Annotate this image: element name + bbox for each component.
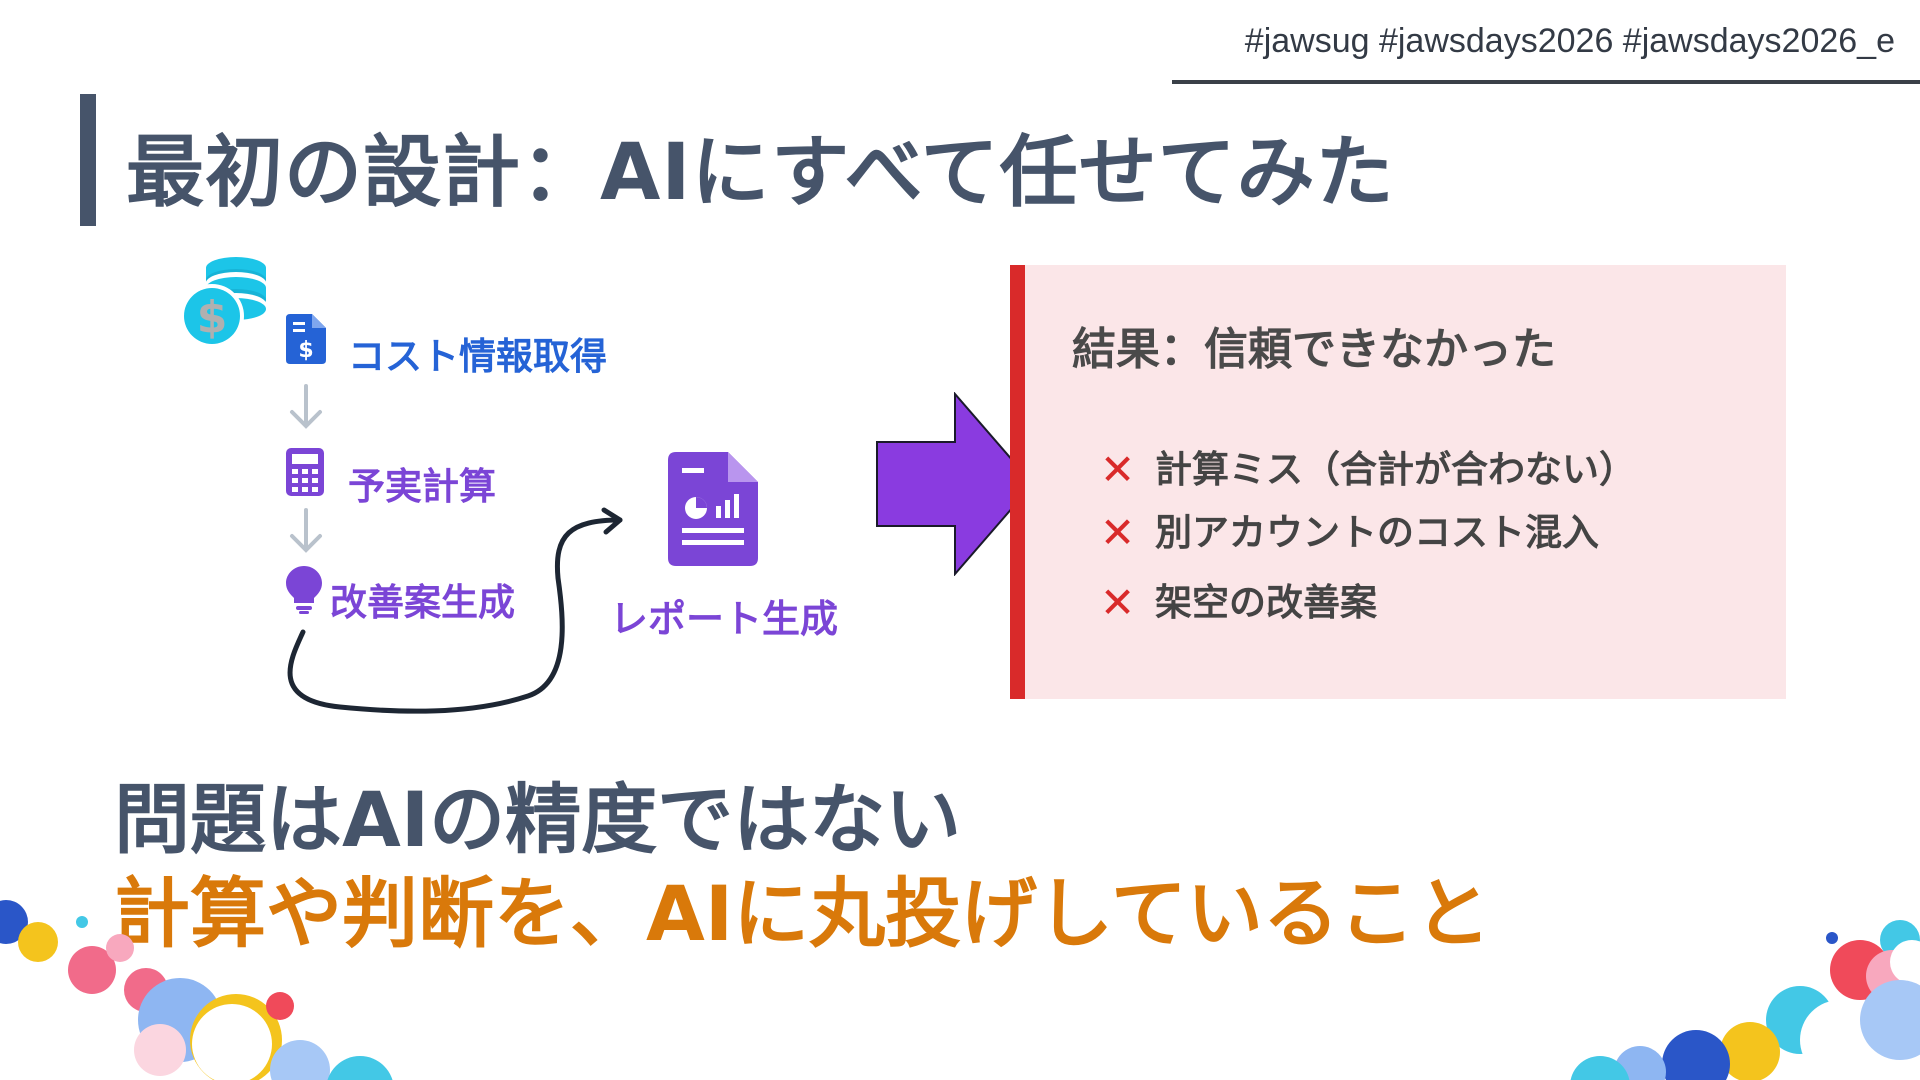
flow-step-improvement: 改善案生成 [330,581,515,624]
result-item-text: 計算ミス（合計が合わない） [1155,448,1636,491]
big-right-arrow [876,392,1035,576]
problem-statement: 問題はAIの精度ではない [114,775,962,864]
loop-arrow [287,507,623,714]
cross-icon: ✕ [1100,508,1136,557]
decorative-bubbles-left [0,900,393,1080]
flow-step-cost-fetch: コスト情報取得 [348,335,607,378]
flow-output-report: レポート生成 [610,597,839,641]
result-item-text: 別アカウントのコスト混入 [1155,511,1599,554]
result-item-text: 架空の改善案 [1155,581,1377,624]
flow-step-budget-calc: 予実計算 [348,465,496,508]
lightbulb-icon [286,566,322,614]
chart-report-icon [668,452,758,566]
coins-dollar-icon: $ [180,257,266,348]
decorative-bubbles-right [1570,920,1920,1080]
arrow-down-icon [290,384,322,429]
calculator-icon [286,448,324,496]
svg-text:$: $ [298,338,313,363]
header-divider [1172,80,1920,84]
result-title: 結果：信頼できなかった [1072,324,1556,375]
cross-icon: ✕ [1100,445,1136,494]
result-panel: 結果：信頼できなかった ✕ 計算ミス（合計が合わない） ✕ 別アカウントのコスト… [1010,265,1786,699]
svg-text:$: $ [197,292,228,343]
slide-title: 最初の設計：AIにすべて任せてみた [126,128,1395,218]
hashtags: #jawsug #jawsdays2026 #jawsdays2026_e [1244,22,1895,60]
cause-statement: 計算や判断を、AIに丸投げしていること [114,869,1491,958]
arrow-down-icon [290,508,322,553]
cross-icon: ✕ [1100,578,1136,627]
invoice-dollar-icon: $ [286,314,326,364]
title-accent-bar [80,94,96,226]
